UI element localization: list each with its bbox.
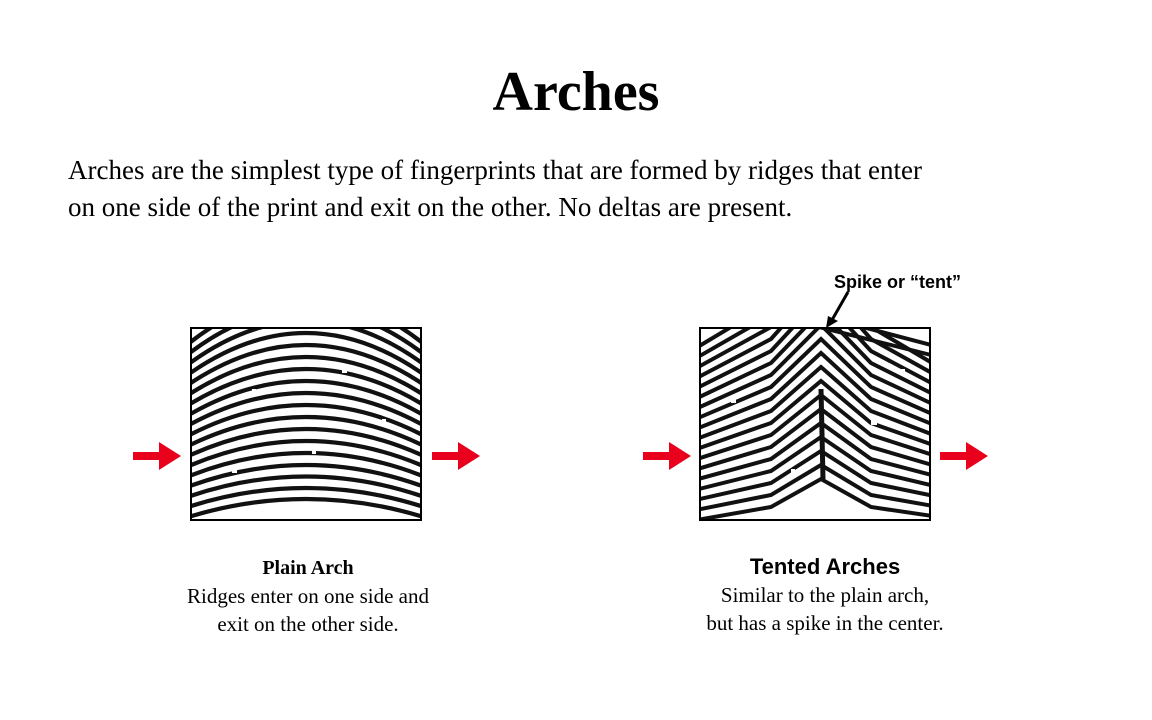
right-arrow-icon — [940, 442, 990, 470]
tented-arch-title: Tented Arches — [749, 554, 901, 579]
right-arrow-icon — [643, 442, 693, 470]
tented-arch-desc-line-2: but has a spike in the center. — [706, 611, 944, 635]
plain-arch-caption: Plain Arch Ridges enter on one side and … — [108, 553, 508, 638]
intro-line-1: Arches are the simplest type of fingerpr… — [68, 155, 922, 185]
tented-arch-fingerprint-image — [699, 327, 931, 521]
right-arrow-icon — [133, 442, 183, 470]
pointer-line-icon — [824, 290, 854, 335]
right-arrow-icon — [432, 442, 482, 470]
page-title: Arches — [492, 61, 660, 123]
tented-arch-desc-line-1: Similar to the plain arch, — [720, 583, 930, 607]
spike-callout-label: Spike or “tent” — [834, 272, 962, 292]
tented-arch-caption: Tented Arches Similar to the plain arch,… — [625, 553, 1025, 637]
intro-paragraph: Arches are the simplest type of fingerpr… — [68, 152, 1092, 226]
plain-arch-desc-line-1: Ridges enter on one side and — [186, 584, 430, 608]
plain-arch-title: Plain Arch — [262, 557, 354, 579]
plain-arch-desc-line-2: exit on the other side. — [217, 612, 399, 636]
intro-line-2: on one side of the print and exit on the… — [68, 192, 793, 222]
plain-arch-fingerprint-image — [190, 327, 422, 521]
